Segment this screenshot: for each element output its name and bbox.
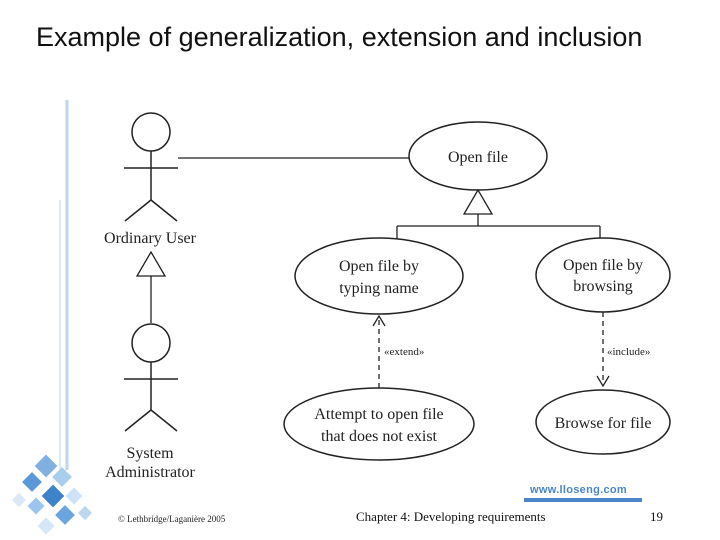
use-case-browse-for-file <box>535 389 671 455</box>
footer-url-bar <box>524 498 642 502</box>
actor-head <box>131 112 171 152</box>
include-arrowhead <box>596 375 610 388</box>
actor-system-administrator <box>124 323 178 432</box>
page-number: 19 <box>650 509 663 524</box>
actor-right-leg <box>150 409 178 432</box>
decorative-left-pattern <box>11 100 93 535</box>
extend-stereotype-label: «extend» <box>384 346 424 358</box>
extend-relationship <box>372 314 386 388</box>
include-relationship <box>596 312 610 388</box>
generalization-triangle <box>462 188 494 215</box>
use-case-open-by-browsing-line2: browsing <box>573 278 633 295</box>
actor-ordinary-user <box>124 112 178 222</box>
use-case-attempt-open-line2: that does not exist <box>321 428 438 445</box>
use-case-attempt-open-line1: Attempt to open file <box>314 406 443 423</box>
use-case-browse-for-file-label: Browse for file <box>555 415 652 432</box>
use-case-open-file-label: Open file <box>448 149 508 166</box>
slide-title: Example of generalization, extension and… <box>36 22 643 52</box>
use-case-open-by-name <box>294 237 464 315</box>
generalization-triangle <box>135 250 167 277</box>
actor-ordinary-user-label: Ordinary User <box>104 230 197 247</box>
use-case-generalization <box>396 188 601 242</box>
actor-system-admin-label-line1: System <box>126 445 174 462</box>
actor-system-admin-label-line2: Administrator <box>105 464 195 481</box>
actor-left-leg <box>124 199 152 222</box>
actor-left-leg <box>124 409 152 432</box>
actor-right-leg <box>150 199 178 222</box>
actor-generalization <box>135 250 167 323</box>
use-case-open-by-browsing-line1: Open file by <box>563 257 643 274</box>
extend-arrowhead <box>372 314 386 327</box>
use-case-open-by-name-line2: typing name <box>339 280 419 297</box>
use-case-open-by-browsing <box>535 237 671 313</box>
use-case-open-by-name-line1: Open file by <box>339 258 419 275</box>
include-stereotype-label: «include» <box>607 346 650 358</box>
use-case-attempt-open <box>283 387 475 461</box>
footer-copyright: © Lethbridge/Laganière 2005 <box>118 514 226 524</box>
actor-head <box>131 323 171 363</box>
footer-chapter: Chapter 4: Developing requirements <box>356 509 546 524</box>
footer-url: www.lloseng.com <box>530 484 627 496</box>
